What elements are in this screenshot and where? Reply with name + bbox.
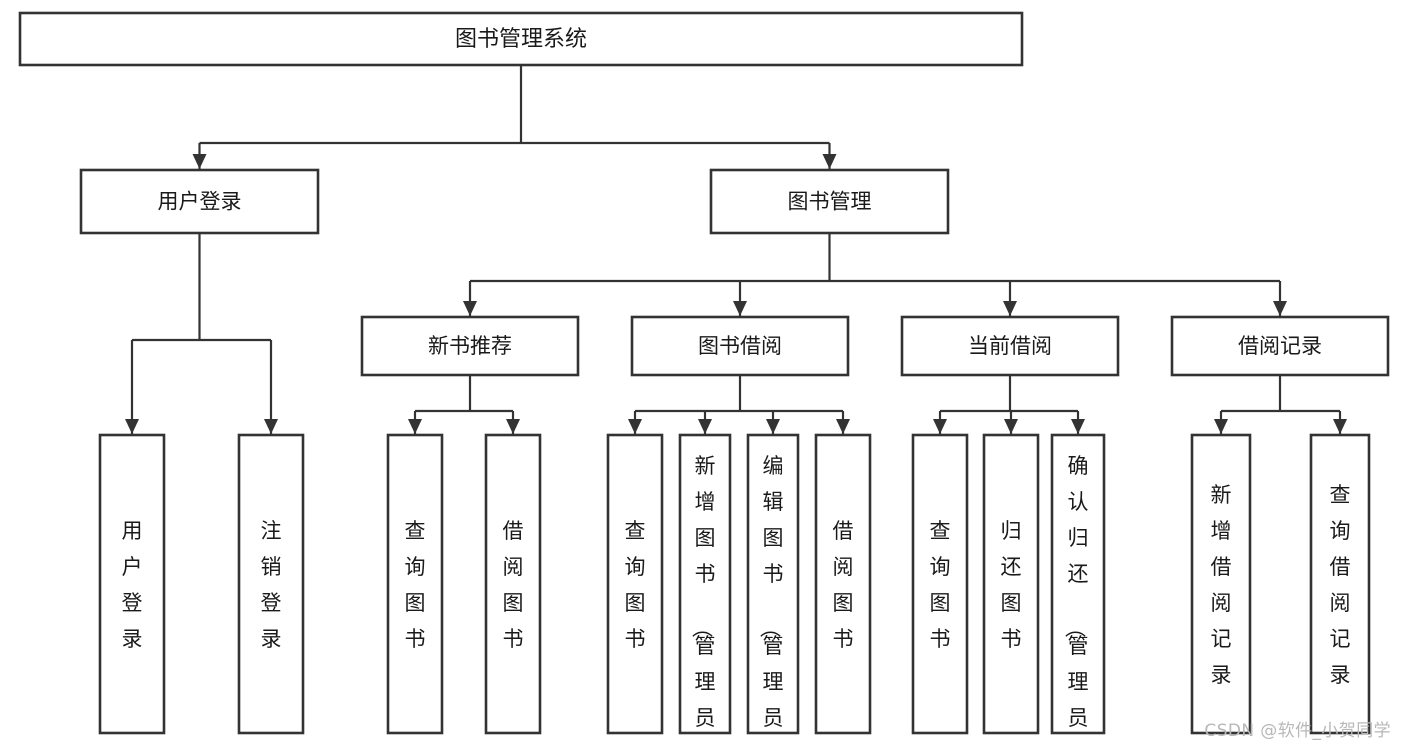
node-box-new-book-recommend[interactable] <box>360 315 580 377</box>
node-new-book-recommend[interactable]: 新书推荐 <box>360 315 580 377</box>
arrow-head-icon <box>1214 419 1228 434</box>
node-label-leaf-logout: 注销登录 <box>261 519 282 651</box>
node-label-leaf-add-book-admin: 新增图书（管理员） <box>690 454 716 747</box>
node-leaf-user-login[interactable]: 用户登录 <box>98 433 166 735</box>
node-box-leaf-query-book-cur[interactable] <box>911 433 969 735</box>
node-label-leaf-query-borrow-record: 查询借阅记录 <box>1330 483 1351 687</box>
arrow-head-icon <box>1003 301 1017 316</box>
node-label-leaf-add-borrow-record: 新增借阅记录 <box>1211 483 1232 687</box>
node-leaf-query-book-rec[interactable]: 查询图书 <box>386 433 444 735</box>
node-leaf-query-book-cur[interactable]: 查询图书 <box>911 433 969 735</box>
connector-group-current-borrow <box>933 375 1085 434</box>
node-label-leaf-confirm-return-admin: 确认归还（管理员） <box>1063 454 1089 747</box>
node-box-leaf-user-login[interactable] <box>98 433 166 735</box>
node-leaf-edit-book-admin[interactable]: 编辑图书（管理员） <box>746 433 800 747</box>
node-box-leaf-confirm-return-admin[interactable] <box>1050 433 1106 735</box>
arrow-head-icon <box>1273 301 1287 316</box>
arrow-head-icon <box>733 301 747 316</box>
node-box-leaf-logout[interactable] <box>237 433 305 735</box>
node-label-user-login: 用户登录 <box>158 190 242 214</box>
node-leaf-borrow-book-bor[interactable]: 借阅图书 <box>814 433 872 735</box>
arrow-head-icon <box>125 419 139 434</box>
node-label-leaf-return-book: 归还图书 <box>1001 519 1022 651</box>
node-box-user-login[interactable] <box>79 168 320 235</box>
node-box-leaf-query-book-rec[interactable] <box>386 433 444 735</box>
node-box-borrow-record[interactable] <box>1170 315 1390 377</box>
node-leaf-return-book[interactable]: 归还图书 <box>982 433 1040 735</box>
node-root[interactable]: 图书管理系统 <box>18 11 1024 67</box>
node-box-root[interactable] <box>18 11 1024 67</box>
node-leaf-logout[interactable]: 注销登录 <box>237 433 305 735</box>
node-box-leaf-add-borrow-record[interactable] <box>1190 433 1252 735</box>
arrow-head-icon <box>628 419 642 434</box>
node-leaf-confirm-return-admin[interactable]: 确认归还（管理员） <box>1050 433 1106 747</box>
node-boxes-layer: 图书管理系统用户登录图书管理新书推荐图书借阅当前借阅借阅记录用户登录注销登录查询… <box>18 11 1390 747</box>
node-label-leaf-query-book-cur: 查询图书 <box>930 519 951 651</box>
connector-group-new-book-recommend <box>408 375 520 434</box>
node-label-current-borrow: 当前借阅 <box>968 334 1052 358</box>
connector-group-book-manage <box>463 233 1287 316</box>
node-label-borrow-record: 借阅记录 <box>1238 334 1322 358</box>
node-borrow-record[interactable]: 借阅记录 <box>1170 315 1390 377</box>
node-label-leaf-query-book-bor: 查询图书 <box>625 519 646 651</box>
node-box-leaf-borrow-book-rec[interactable] <box>484 433 542 735</box>
csdn-watermark: CSDN @软件_小贺同学 <box>1204 721 1391 741</box>
node-leaf-add-borrow-record[interactable]: 新增借阅记录 <box>1190 433 1252 735</box>
node-box-leaf-query-borrow-record[interactable] <box>1309 433 1371 735</box>
connector-group-user-login <box>125 233 278 434</box>
node-label-leaf-borrow-book-bor: 借阅图书 <box>833 519 854 651</box>
node-box-leaf-query-book-bor[interactable] <box>606 433 664 735</box>
node-box-leaf-borrow-book-bor[interactable] <box>814 433 872 735</box>
arrow-head-icon <box>698 419 712 434</box>
node-label-new-book-recommend: 新书推荐 <box>428 334 512 358</box>
node-label-leaf-edit-book-admin: 编辑图书（管理员） <box>758 454 784 747</box>
node-leaf-add-book-admin[interactable]: 新增图书（管理员） <box>678 433 732 747</box>
node-current-borrow[interactable]: 当前借阅 <box>900 315 1120 377</box>
node-box-leaf-edit-book-admin[interactable] <box>746 433 800 735</box>
node-book-manage[interactable]: 图书管理 <box>709 168 950 235</box>
node-label-leaf-query-book-rec: 查询图书 <box>405 519 426 651</box>
connector-group-borrow-record <box>1214 375 1347 434</box>
connector-edges-layer <box>125 65 1347 434</box>
node-label-leaf-user-login: 用户登录 <box>122 519 143 651</box>
arrow-head-icon <box>836 419 850 434</box>
node-leaf-query-book-bor[interactable]: 查询图书 <box>606 433 664 735</box>
node-box-book-manage[interactable] <box>709 168 950 235</box>
node-label-root: 图书管理系统 <box>455 27 587 52</box>
node-user-login[interactable]: 用户登录 <box>79 168 320 235</box>
node-leaf-borrow-book-rec[interactable]: 借阅图书 <box>484 433 542 735</box>
connector-group-book-borrow <box>628 375 850 434</box>
connector-group-root <box>192 65 837 169</box>
node-box-current-borrow[interactable] <box>900 315 1120 377</box>
arrow-head-icon <box>933 419 947 434</box>
node-label-book-borrow: 图书借阅 <box>698 334 782 358</box>
arrow-head-icon <box>506 419 520 434</box>
arrow-head-icon <box>766 419 780 434</box>
node-label-book-manage: 图书管理 <box>788 190 872 214</box>
arrow-head-icon <box>463 301 477 316</box>
node-leaf-query-borrow-record[interactable]: 查询借阅记录 <box>1309 433 1371 735</box>
arrow-head-icon <box>822 154 837 169</box>
arrow-head-icon <box>408 419 422 434</box>
node-box-leaf-add-book-admin[interactable] <box>678 433 732 735</box>
arrow-head-icon <box>1071 419 1085 434</box>
node-box-leaf-return-book[interactable] <box>982 433 1040 735</box>
arrow-head-icon <box>1004 419 1018 434</box>
node-box-book-borrow[interactable] <box>630 315 850 377</box>
node-book-borrow[interactable]: 图书借阅 <box>630 315 850 377</box>
arrow-head-icon <box>1333 419 1347 434</box>
arrow-head-icon <box>264 419 278 434</box>
node-label-leaf-borrow-book-rec: 借阅图书 <box>503 519 524 651</box>
arrow-head-icon <box>192 154 207 169</box>
